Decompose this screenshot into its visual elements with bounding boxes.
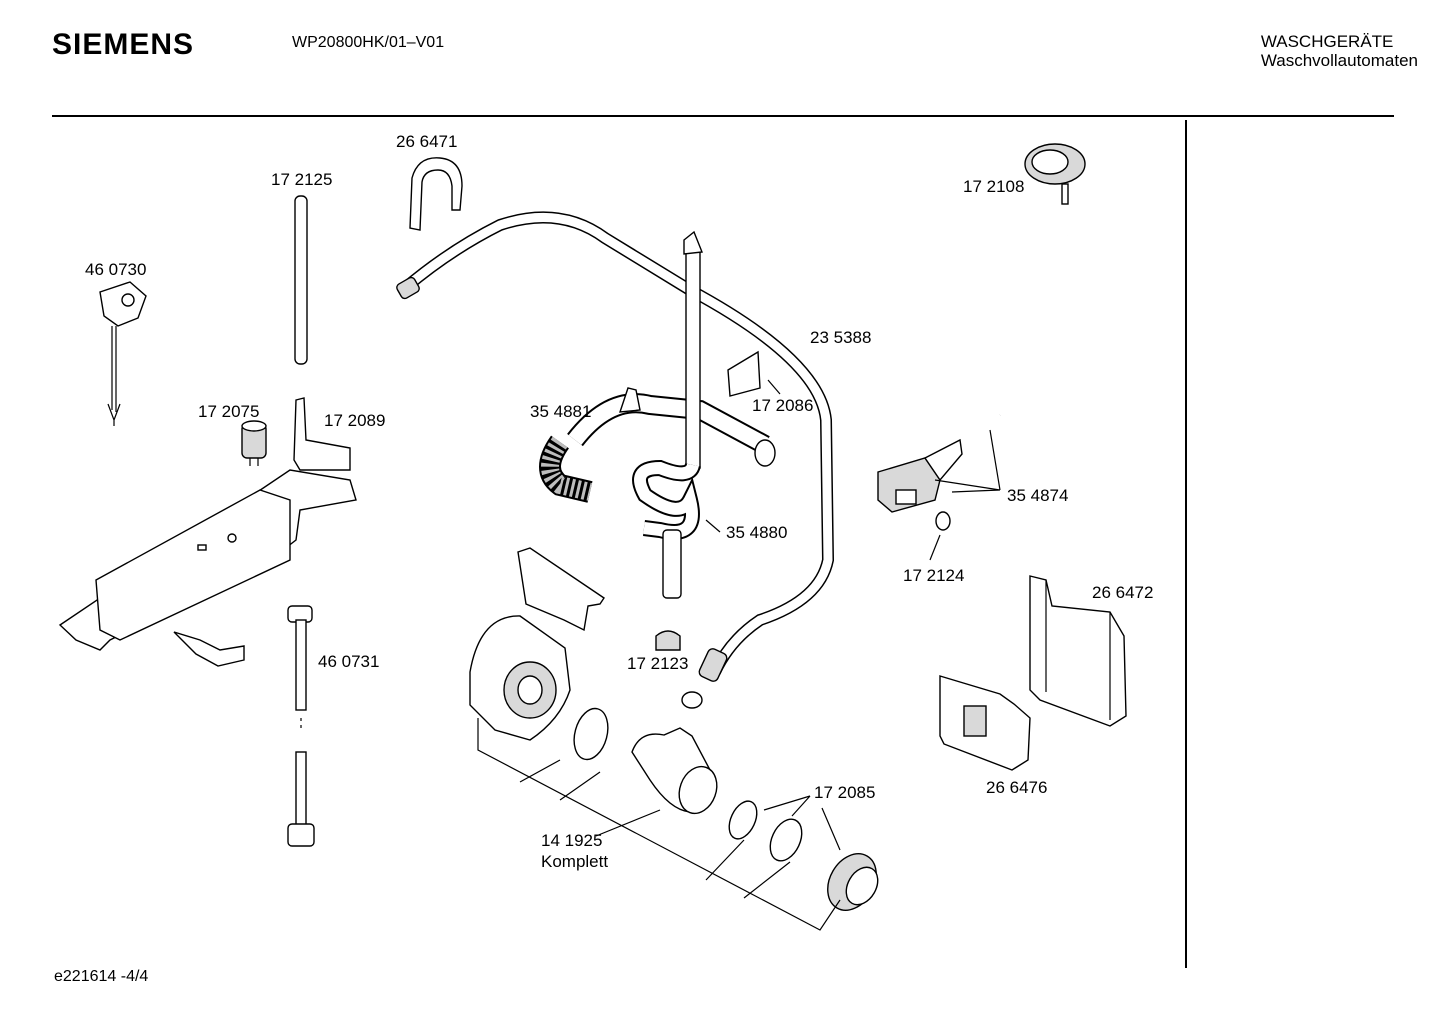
- part-label-172075: 17 2075: [198, 402, 259, 421]
- part-label-172125: 17 2125: [271, 170, 332, 189]
- part-label-354880: 35 4880: [726, 523, 787, 542]
- category-block: WASCHGERÄTE Waschvollautomaten: [1261, 32, 1418, 70]
- gasket-icon: [728, 795, 879, 911]
- part-label-172085: 17 2085: [814, 783, 875, 802]
- part-label-354881: 35 4881: [530, 402, 591, 421]
- cover-panel-icon: [1029, 575, 1127, 727]
- part-label-460730: 46 0730: [85, 260, 146, 279]
- page-reference: e221614 -4/4: [54, 968, 149, 985]
- valve-bracket-icon: [58, 397, 357, 667]
- part-label-141925: 14 1925: [541, 831, 602, 850]
- part-label-266476: 26 6476: [986, 778, 1047, 797]
- capacitor-icon: [241, 420, 267, 466]
- clip-plate-icon: [727, 350, 781, 397]
- part-label-172123: 17 2123: [627, 654, 688, 673]
- power-plug-icon: [99, 281, 147, 426]
- drain-pump-icon: [469, 547, 841, 931]
- side-divider: [1185, 120, 1187, 968]
- corrugated-hose-icon: [539, 387, 776, 503]
- header-divider: [52, 115, 1394, 117]
- straight-tube-icon: [294, 195, 308, 365]
- category-subtitle: Waschvollautomaten: [1260, 51, 1418, 70]
- seal-ring-icon: [929, 511, 951, 561]
- part-label-460731: 46 0731: [318, 652, 379, 671]
- cap-seal-icon: [655, 630, 681, 651]
- mounting-plate-icon: [939, 675, 1031, 771]
- category-title: WASCHGERÄTE: [1260, 32, 1394, 51]
- part-label-266472: 26 6472: [1092, 583, 1153, 602]
- part-label-172108: 17 2108: [963, 177, 1024, 196]
- part-label-235388: 23 5388: [810, 328, 871, 347]
- model-number: WP20800HK/01–V01: [292, 34, 445, 51]
- hose-clip-icon: [409, 157, 463, 231]
- level-sensor-icon: [877, 429, 1001, 513]
- part-label-172124: 17 2124: [903, 566, 964, 585]
- brand-logo: SIEMENS: [52, 28, 195, 61]
- part-label-172089: 17 2089: [324, 411, 385, 430]
- part-sublabel-komplett: Komplett: [541, 852, 608, 871]
- siphon-hose-icon: [632, 230, 721, 599]
- part-label-354874: 35 4874: [1007, 486, 1068, 505]
- tube-hose-icon: [287, 605, 315, 847]
- part-label-172086: 17 2086: [752, 396, 813, 415]
- drain-hose-icon: [396, 211, 835, 682]
- part-label-266471: 26 6471: [396, 132, 457, 151]
- pressure-switch-icon: [997, 143, 1086, 417]
